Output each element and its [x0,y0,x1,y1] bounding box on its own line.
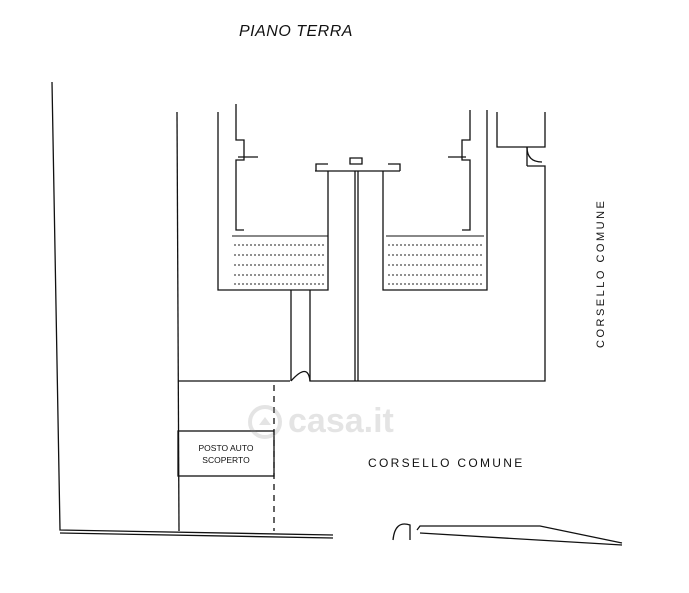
corridor-label-right: CORSELLO COMUNE [595,198,607,348]
parking-label-line2: SCOPERTO [202,454,250,465]
casa-logo-icon [248,404,282,439]
bottom-right-boundary [416,525,623,544]
bottom-gate-arc [392,523,411,541]
property-boundary [51,81,334,536]
lower-mid-corridor [309,165,546,382]
right-garage [496,112,546,148]
building-left-wall [176,111,180,532]
parking-label-line1: POSTO AUTO [198,442,254,453]
corridor-label-bottom: CORSELLO COMUNE [368,456,525,470]
boundary-line-double [59,532,334,539]
center-top-detail [315,157,401,171]
parking-space-label: POSTO AUTO SCOPERTO [178,431,274,476]
right-unit-outline [382,110,488,291]
left-stair-edge [235,104,245,231]
right-stair-edge [461,110,471,231]
corridor-door-arc [290,370,311,382]
watermark-text: casa.it [288,402,394,440]
parking-space-box [177,430,275,477]
watermark: casa.it [248,402,394,441]
left-unit-outline [217,112,329,291]
garage-door-arc [526,146,543,163]
floor-title: PIANO TERRA [239,23,353,40]
